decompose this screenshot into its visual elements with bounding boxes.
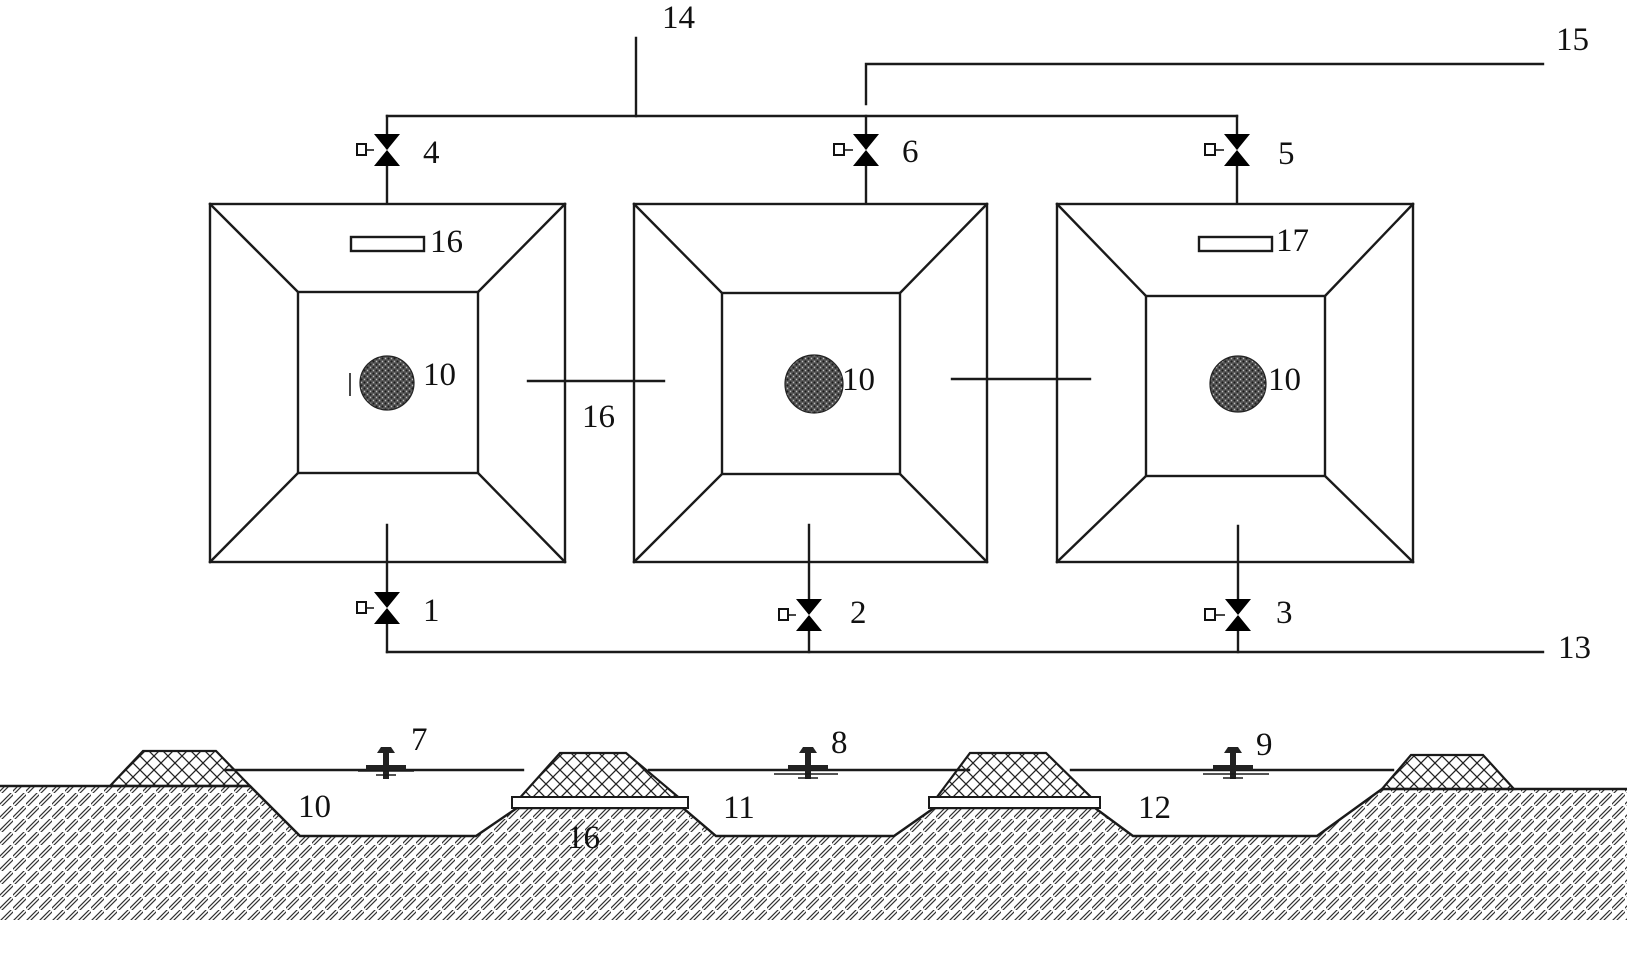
label-section-10: 10 [298,789,331,825]
label-aerator-8: 8 [831,725,848,761]
pipe-16-section [511,796,689,809]
pipe-section-2 [928,796,1101,809]
label-valve-3: 3 [1276,595,1293,631]
label-aerator-7: 7 [411,722,428,758]
label-valve-6: 6 [902,134,919,170]
label-section-12: 12 [1138,790,1171,826]
aerator-8-icon [774,747,838,779]
valve-2-icon[interactable] [778,599,822,631]
valve-5-icon[interactable] [1204,134,1250,166]
soil-body [0,786,1627,920]
label-valve-2: 2 [850,595,867,631]
outlet-17 [1197,235,1274,253]
dike-3 [931,751,1098,803]
aerator-blob-icon [1209,355,1267,413]
pipe-15 [864,62,1545,106]
aerator-7-icon [358,747,414,779]
label-valve-4: 4 [423,135,440,171]
bottom-piping [385,523,1545,654]
label-pond-center-1: 10 [423,357,456,393]
aerator-blob-icon [784,354,844,414]
label-section-11: 11 [723,790,755,826]
label-pond-center-2: 10 [842,362,875,398]
cross-section [0,747,1627,920]
top-piping [385,36,1545,295]
label-pond-center-3: 10 [1268,362,1301,398]
pond-3-plan [1055,202,1415,564]
outlet-16 [349,235,426,253]
aerator-blob-icon [349,355,415,411]
label-outlet-17: 17 [1276,223,1309,259]
label-section-16: 16 [567,820,600,856]
label-valve-1: 1 [423,593,440,629]
dike-1 [107,749,253,788]
label-14: 14 [662,0,695,36]
label-outlet-16: 16 [430,224,463,260]
labels: 14 15 13 4 6 5 16 17 10 10 10 16 1 2 3 7… [298,0,1591,856]
valve-6-icon[interactable] [833,134,879,166]
label-valve-5: 5 [1278,136,1295,172]
valve-1-icon[interactable] [356,592,400,624]
label-connector-16: 16 [582,399,615,435]
label-13: 13 [1558,630,1591,666]
label-15: 15 [1556,22,1589,58]
dike-4 [1379,753,1517,791]
aerator-9-icon [1203,747,1269,779]
valve-4-icon[interactable] [356,134,400,166]
ground-surface [0,784,1627,838]
valve-3-icon[interactable] [1204,599,1251,631]
label-aerator-9: 9 [1256,727,1273,763]
dike-2 [514,751,687,803]
pond-1-plan [208,202,567,564]
